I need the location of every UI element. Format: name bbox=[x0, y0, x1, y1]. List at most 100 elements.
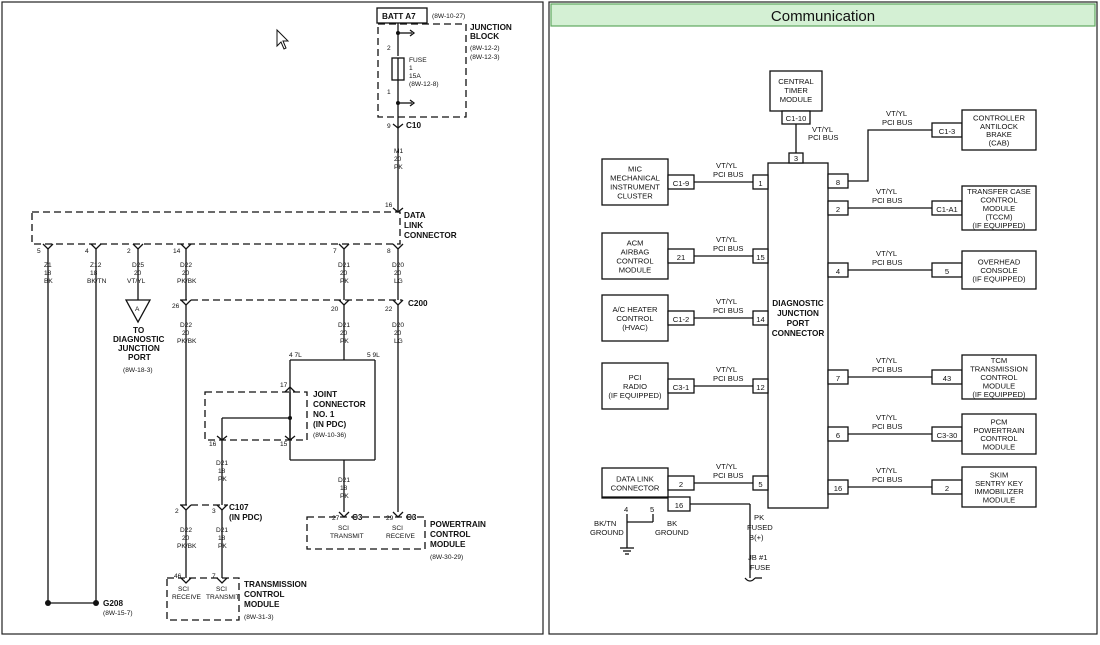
pcm-pin-label: SCI bbox=[392, 525, 403, 532]
module-box bbox=[961, 250, 1037, 290]
module-label: PCI bbox=[629, 373, 642, 382]
module-label: ACM bbox=[627, 239, 644, 248]
wire-d22-gauge: 20 bbox=[182, 330, 190, 337]
module-label: CONTROL bbox=[980, 373, 1017, 382]
dlc-extras: 16 PK FUSED B(+) JB #1 FUSE 4 5 BK/TN GR… bbox=[590, 496, 773, 582]
bus-label: VT/YL bbox=[876, 356, 897, 365]
module-label: CONTROL bbox=[980, 196, 1017, 205]
wire-d22: D22 bbox=[180, 262, 192, 269]
fuse-number: 1 bbox=[409, 65, 413, 72]
dlc-pin: 7 bbox=[333, 248, 337, 255]
bus-label: PCI BUS bbox=[882, 118, 912, 127]
ground-node bbox=[93, 600, 99, 606]
djp-pin: 5 bbox=[758, 480, 762, 489]
ctm-label-3: MODULE bbox=[780, 95, 813, 104]
module-box bbox=[961, 466, 1037, 508]
joint-label: JOINT bbox=[313, 390, 337, 399]
tcm-outline bbox=[166, 577, 240, 621]
bus-label: VT/YL bbox=[886, 109, 907, 118]
module-mic: MICMECHANICALINSTRUMENTCLUSTERC1-9VT/YLP… bbox=[601, 158, 769, 206]
batt-label: BATT A7 bbox=[382, 12, 416, 21]
diag-port-ref: (8W-18-3) bbox=[123, 367, 153, 374]
bus-label: VT/YL bbox=[716, 462, 737, 471]
joint-ref: (8W-10-36) bbox=[313, 432, 346, 439]
c3-pin: 27 bbox=[332, 515, 340, 522]
triangle-label: A bbox=[135, 306, 140, 313]
module-connector-label: 21 bbox=[677, 253, 685, 262]
joint-splice-label: 5 9L bbox=[367, 352, 380, 359]
jc-pin: 17 bbox=[280, 382, 288, 389]
wire-d21-color: PK bbox=[218, 543, 227, 550]
c200-label: C200 bbox=[408, 299, 428, 308]
data-link-connector-outline bbox=[31, 211, 401, 245]
ground-label-2: GROUND bbox=[590, 528, 624, 537]
djp-pin: 12 bbox=[756, 383, 764, 392]
mouse-cursor-icon bbox=[276, 28, 290, 50]
bus-label: PCI BUS bbox=[872, 196, 902, 205]
djp-pin: 1 bbox=[758, 179, 762, 188]
wire-d21: D21 bbox=[338, 322, 350, 329]
communication-header bbox=[550, 3, 1096, 27]
djp-pin-box bbox=[752, 248, 769, 264]
module-label: MODULE bbox=[983, 443, 1016, 452]
module-label: OVERHEAD bbox=[978, 258, 1021, 267]
junction-block-label: JUNCTION bbox=[470, 23, 512, 32]
module-label: (IF EQUIPPED) bbox=[608, 391, 662, 400]
tcm-pin: 7 bbox=[212, 573, 216, 580]
module-label: TRANSFER CASE bbox=[967, 187, 1031, 196]
module-label: CLUSTER bbox=[617, 192, 653, 201]
ground-ref: (8W-15-7) bbox=[103, 610, 133, 617]
tcm-label-3: MODULE bbox=[244, 600, 280, 609]
module-label: CONNECTOR bbox=[611, 484, 660, 493]
bus-label: VT/YL bbox=[876, 466, 897, 475]
djp-label: DIAGNOSTIC bbox=[772, 299, 823, 308]
wire-d25-color: VT/YL bbox=[127, 278, 146, 285]
module-connector-label: C3-30 bbox=[937, 431, 958, 440]
c107-location: (IN PDC) bbox=[229, 513, 262, 522]
wire-d20: D20 bbox=[392, 262, 404, 269]
c3-label: C3 bbox=[406, 513, 417, 522]
dlc-pin: 8 bbox=[387, 248, 391, 255]
pcm-pin-label: SCI bbox=[338, 525, 349, 532]
c3-pin: 29 bbox=[386, 515, 394, 522]
module-label: RADIO bbox=[623, 382, 647, 391]
module-box bbox=[961, 354, 1037, 400]
tcm-label-2: CONTROL bbox=[244, 590, 284, 599]
module-label: POWERTRAIN bbox=[973, 426, 1024, 435]
tcm-pin-label: SCI bbox=[178, 586, 189, 593]
fused-label-3: B(+) bbox=[749, 533, 764, 542]
wire-d22-gauge: 20 bbox=[182, 535, 190, 542]
module-label: SKIM bbox=[990, 470, 1009, 479]
module-label: (CAB) bbox=[989, 139, 1010, 148]
joint-connector-outline bbox=[204, 391, 308, 441]
communication-title: Communication bbox=[771, 8, 875, 25]
wire-d25-gauge: 20 bbox=[134, 270, 142, 277]
module-box bbox=[961, 413, 1037, 455]
c3-label: C3 bbox=[352, 513, 363, 522]
wire-z1-gauge: 18 bbox=[44, 270, 52, 277]
joint-label-4: (IN PDC) bbox=[313, 420, 346, 429]
wire-d20: D20 bbox=[392, 322, 404, 329]
wire-d21-gauge: 18 bbox=[218, 468, 226, 475]
bus-label: VT/YL bbox=[812, 125, 833, 134]
c107-pin: 3 bbox=[212, 508, 216, 515]
batt-ref: (8W-10-27) bbox=[432, 13, 465, 20]
djp-pin: 2 bbox=[836, 205, 840, 214]
module-label: (IF EQUIPPED) bbox=[972, 390, 1026, 399]
c107-label: C107 bbox=[229, 503, 249, 512]
dlc-pin16: 16 bbox=[675, 501, 683, 510]
module-box bbox=[601, 362, 669, 410]
fuse-ref: (8W-12-8) bbox=[409, 81, 439, 88]
dlc-pin-16: 16 bbox=[385, 202, 393, 209]
bus-label: PCI BUS bbox=[872, 475, 902, 484]
ctm-box bbox=[769, 70, 823, 112]
wire-d22-gauge: 20 bbox=[182, 270, 190, 277]
module-connector-label: C1-3 bbox=[939, 127, 955, 136]
wire-m1-gauge: 20 bbox=[394, 156, 402, 163]
tcm-pin-label: RECEIVE bbox=[172, 594, 202, 601]
batt-box bbox=[376, 7, 428, 24]
